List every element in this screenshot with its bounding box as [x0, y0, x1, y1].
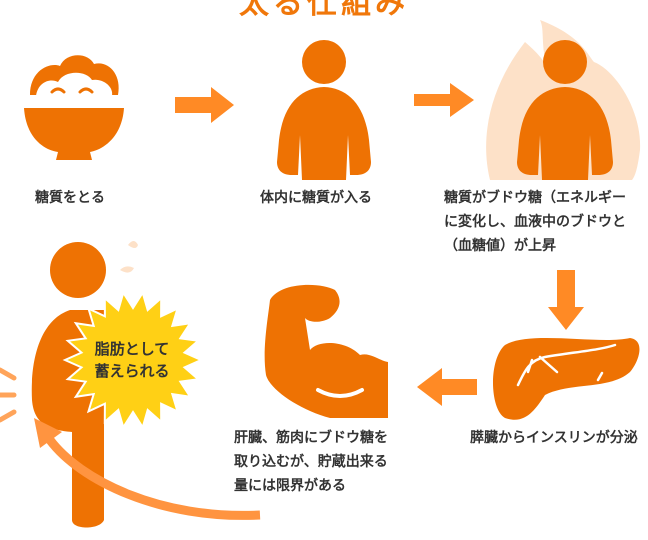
step-label-eat-carbs: 糖質をとる — [35, 190, 105, 206]
fat-storage-label: 脂肪として 蓄えられる — [62, 338, 202, 382]
text-line: 脂肪として — [94, 340, 170, 358]
page-title: 太る仕組み — [239, 0, 409, 21]
arrow-left-icon — [417, 368, 477, 406]
rice-bowl-icon — [24, 55, 124, 160]
arrow-right-icon — [414, 83, 474, 117]
text-line: （血糖値）が上昇 — [444, 238, 556, 254]
curved-arrow-icon — [34, 418, 261, 520]
text-line: 糖質がブドウ糖（エネルギー — [444, 190, 626, 206]
text-line: 取り込むが、貯蔵出来る — [234, 454, 388, 470]
step-label-insulin: 膵臓からインスリンが分泌 — [470, 430, 638, 446]
text-line: 蓄えられる — [94, 362, 170, 380]
starburst-badge — [62, 290, 204, 430]
step-label-blood-sugar-rise: 糖質がブドウ糖（エネルギー に変化し、血液中のブドウと （血糖値）が上昇 — [444, 186, 626, 258]
burning-person-icon — [486, 20, 641, 180]
person-icon — [277, 40, 371, 180]
text-line: 量には限界がある — [234, 478, 346, 494]
motion-lines-icon — [0, 367, 17, 423]
text-line: 肝臓、筋肉にブドウ糖を — [234, 430, 388, 446]
step-label-storage-limit: 肝臓、筋肉にブドウ糖を 取り込むが、貯蔵出来る 量には限界がある — [234, 426, 388, 498]
step-label-carbs-enter-body: 体内に糖質が入る — [260, 190, 372, 206]
arrow-right-icon — [175, 87, 234, 123]
arrow-down-icon — [548, 270, 584, 330]
text-line: に変化し、血液中のブドウと — [444, 214, 626, 230]
pancreas-icon — [492, 338, 640, 420]
muscle-arm-icon — [264, 284, 388, 418]
